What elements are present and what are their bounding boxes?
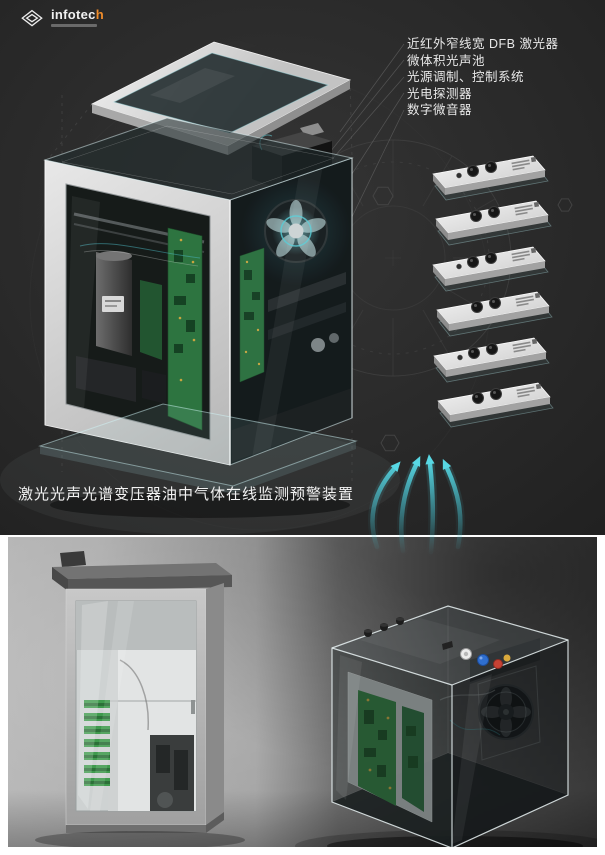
cabinet-pcb-stack bbox=[84, 700, 110, 786]
component-callouts: 近红外窄线宽 DFB 激光器 微体积光声池 光源调制、控制系统 光电探测器 数字… bbox=[407, 36, 558, 119]
callout-digital-microphone: 数字微音器 bbox=[407, 103, 473, 117]
module-panel bbox=[436, 291, 553, 337]
base-tray bbox=[38, 403, 358, 518]
cabinet-render bbox=[35, 551, 245, 847]
callout-control-system: 光源调制、控制系统 bbox=[407, 70, 525, 84]
callout-photoacoustic-cell: 微体积光声池 bbox=[407, 53, 486, 68]
cube-device-render bbox=[295, 605, 597, 847]
yellow-connector-icon bbox=[503, 654, 511, 662]
brand-name-accent: h bbox=[95, 7, 104, 22]
top-panel-connectors bbox=[364, 617, 511, 669]
cooling-fan-icon bbox=[264, 199, 328, 263]
module-panel bbox=[437, 382, 554, 428]
module-panel bbox=[432, 155, 549, 201]
infotech-logo: infotech bbox=[17, 7, 104, 31]
red-connector-icon bbox=[493, 659, 503, 669]
brand-name: infotech bbox=[51, 7, 104, 22]
module-panel bbox=[433, 337, 550, 383]
airflow-arrows bbox=[367, 454, 465, 557]
main-chassis bbox=[43, 117, 354, 466]
product-caption: 激光光声光谱变压器油中气体在线监测预警装置 bbox=[18, 486, 355, 503]
callout-dfb-laser: 近红外窄线宽 DFB 激光器 bbox=[407, 37, 559, 51]
blue-connector-icon bbox=[477, 654, 489, 666]
exploded-device-illustration bbox=[38, 40, 358, 518]
brand-subtext-bar bbox=[51, 24, 97, 27]
module-panel bbox=[432, 246, 549, 292]
infotech-logo-icon bbox=[21, 9, 43, 27]
module-panel bbox=[435, 200, 552, 246]
callout-photodetector: 光电探测器 bbox=[407, 86, 473, 101]
bottom-gallery bbox=[8, 537, 597, 847]
module-stack-illustration bbox=[432, 155, 554, 428]
